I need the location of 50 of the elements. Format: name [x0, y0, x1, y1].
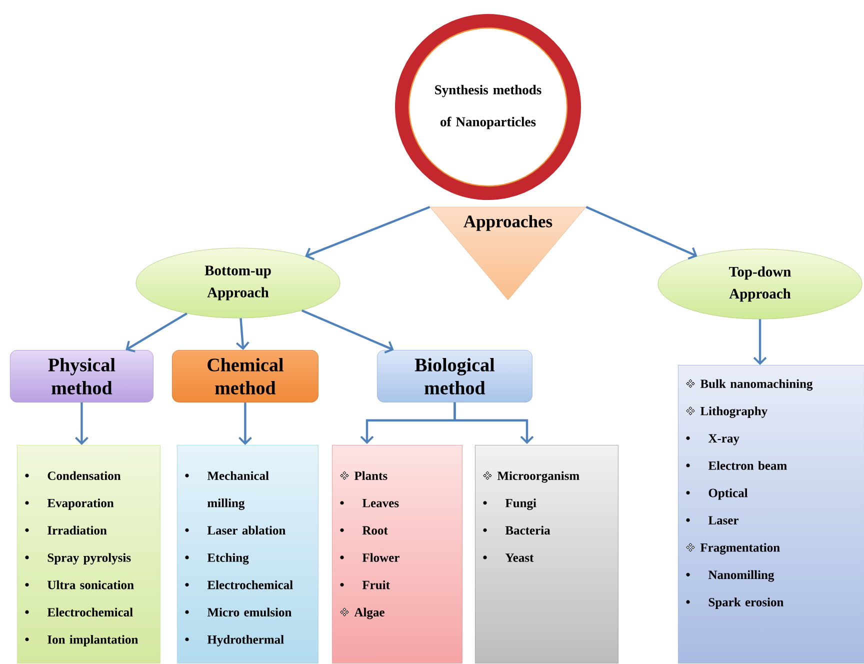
list-item: Leaves	[340, 499, 399, 508]
arrow	[236, 318, 250, 350]
list-item: Fruit	[340, 580, 390, 590]
list-item: Nanomilling	[686, 570, 774, 582]
list-item: Condensation	[25, 471, 121, 480]
list-item: Evaporation	[25, 498, 114, 510]
arrow	[238, 402, 252, 445]
list-item: Micro emulsion	[185, 608, 292, 617]
list-item: Ion implantation	[25, 635, 138, 646]
list-item: Spray pyrolysis	[25, 553, 131, 564]
arrow	[305, 206, 430, 260]
list-item: Electron beam	[686, 461, 787, 470]
arrow	[586, 206, 698, 260]
list-item: Laser	[686, 516, 738, 524]
arrow	[126, 312, 188, 352]
list-item: Plants	[340, 471, 388, 480]
list-item: Spark erosion	[686, 598, 784, 609]
list-item: Mechanical milling	[185, 471, 269, 510]
list-item: Bulk nanomachining	[686, 379, 813, 391]
list-box	[332, 445, 462, 664]
list-item: Root	[340, 526, 388, 535]
list-item: Laser ablation	[185, 526, 286, 535]
arrow	[454, 402, 534, 444]
list-item: Etching	[185, 553, 249, 565]
method-box: Physical method	[10, 350, 154, 402]
triangle: Approaches	[430, 206, 586, 300]
method-box: Biological method	[377, 350, 532, 402]
list-item: Algae	[340, 608, 384, 620]
arrow	[301, 309, 394, 354]
list-item: Ultra sonication	[25, 580, 134, 590]
list-item: Lithography	[686, 406, 768, 418]
method-box: Chemical method	[172, 350, 318, 402]
list-item: Irradiation	[25, 526, 107, 535]
list-box	[177, 445, 318, 664]
arrow	[753, 319, 767, 365]
list-item: Flower	[340, 553, 400, 562]
list-item: Optical	[686, 488, 748, 500]
arrow	[75, 402, 88, 445]
list-item: Bacteria	[483, 526, 550, 535]
list-box	[678, 365, 864, 664]
list-item: Yeast	[483, 554, 534, 562]
list-item: Fragmentation	[686, 543, 780, 554]
list-item: Electrochemical	[25, 608, 133, 616]
list-item: Hydrothermal	[185, 635, 284, 646]
list-box	[475, 445, 618, 664]
list-item: Electrochemical	[185, 580, 293, 590]
list-item: Fungi	[483, 498, 536, 510]
list-box	[17, 445, 160, 664]
list-item: X-ray	[686, 434, 740, 446]
list-item: Microorganism	[483, 471, 580, 483]
